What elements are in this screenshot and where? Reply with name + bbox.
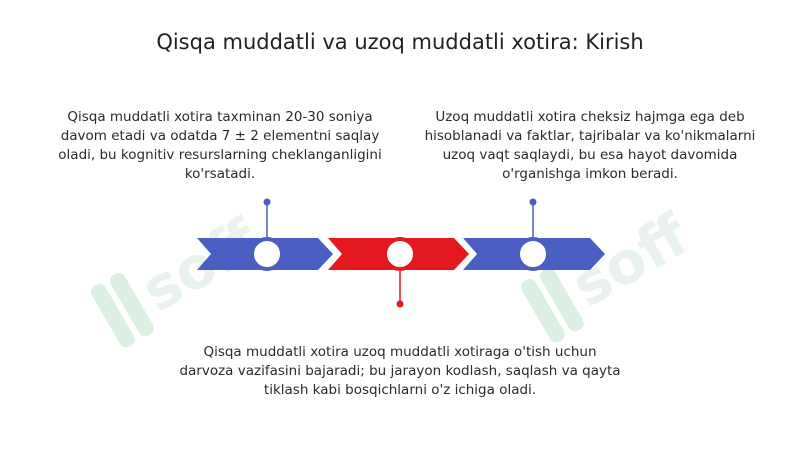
text-line: darvoza vazifasini bajaradi; bu jarayon …	[179, 363, 621, 379]
milestone-ring-center	[383, 237, 417, 271]
connector-dot-right	[529, 198, 537, 206]
page-title: Qisqa muddatli va uzoq muddatli xotira: …	[156, 30, 644, 54]
text-line: ko'rsatadi.	[184, 166, 256, 182]
connector-dot-bottom	[396, 300, 404, 308]
text-line: o'rganishga imkon beradi.	[502, 166, 678, 182]
text-line: uzoq vaqt saqlaydi, bu esa hayot davomid…	[442, 147, 738, 163]
text-block-bottom: Qisqa muddatli xotira uzoq muddatli xoti…	[150, 343, 650, 400]
text-line: Qisqa muddatli xotira uzoq muddatli xoti…	[203, 344, 597, 360]
watermark-right: soff	[520, 200, 700, 343]
watermark-left: soff	[90, 205, 270, 348]
text-line: tiklash kabi bosqichlarni o'z ichiga ola…	[263, 382, 537, 398]
text-line: oladi, bu kognitiv resurslarning cheklan…	[58, 147, 382, 163]
text-line: hisoblanadi va faktlar, tajribalar va ko…	[424, 128, 756, 144]
milestone-ring-left	[250, 237, 284, 271]
text-line: Uzoq muddatli xotira cheksiz hajmga ega …	[435, 109, 745, 125]
text-block-right: Uzoq muddatli xotira cheksiz hajmga ega …	[400, 108, 780, 184]
text-line: Qisqa muddatli xotira taxminan 20-30 son…	[67, 109, 373, 125]
connector-dot-left	[263, 198, 271, 206]
text-line: davom etadi va odatda 7 ± 2 elementni sa…	[60, 128, 380, 144]
milestone-ring-right	[516, 237, 550, 271]
text-block-left: Qisqa muddatli xotira taxminan 20-30 son…	[30, 108, 410, 184]
